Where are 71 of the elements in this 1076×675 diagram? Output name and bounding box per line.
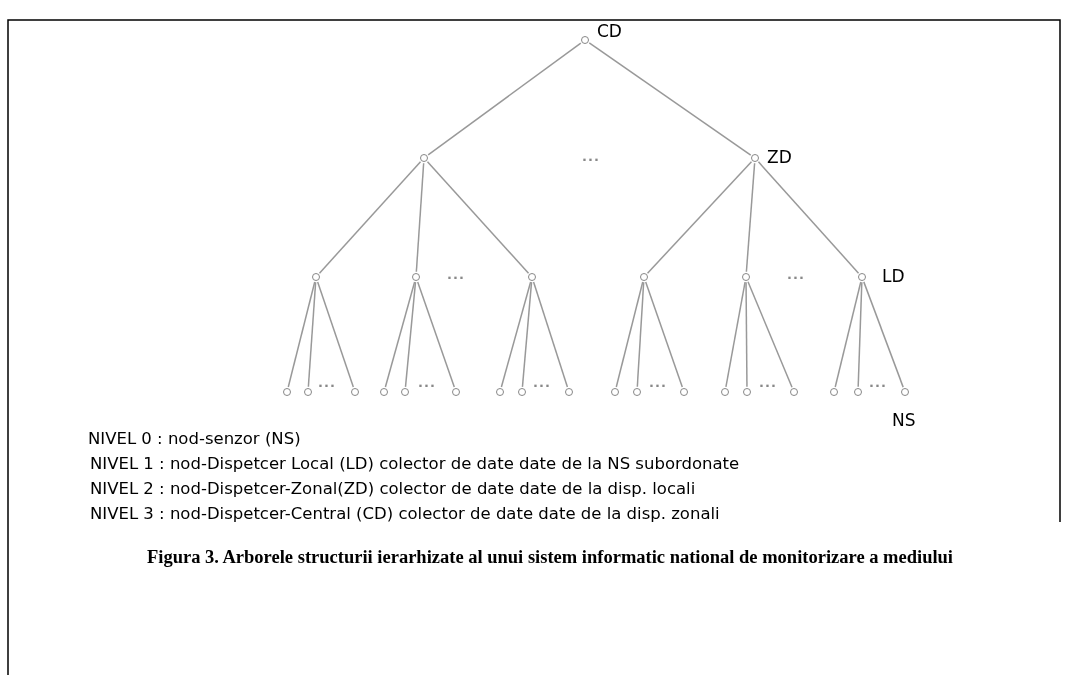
ellipsis-mark: ... — [533, 376, 551, 389]
tree-node-circle — [495, 387, 504, 396]
tree-node-circle — [400, 387, 409, 396]
tree-branch-line — [747, 281, 793, 388]
tree-node-circle — [350, 387, 359, 396]
ellipsis-mark: ... — [787, 268, 805, 281]
tree-node-circle — [303, 387, 312, 396]
node-label: LD — [882, 268, 905, 285]
tree-branch-line — [427, 42, 582, 156]
tree-branch-line — [404, 281, 417, 388]
tree-node-circle — [639, 272, 648, 281]
node-label: CD — [597, 23, 622, 40]
tree-branch-line — [316, 281, 355, 388]
tree-node-circle — [789, 387, 798, 396]
tree-node-circle — [900, 387, 909, 396]
ellipsis-mark: ... — [649, 376, 667, 389]
tree-branch-line — [636, 281, 645, 388]
tree-branch-line — [307, 281, 317, 388]
ellipsis-mark: ... — [869, 376, 887, 389]
level-description: NIVEL 0 : nod-senzor (NS) — [88, 431, 301, 448]
tree-node-circle — [720, 387, 729, 396]
tree-node-circle — [527, 272, 536, 281]
node-label: ZD — [767, 149, 792, 166]
tree-branch-line — [384, 281, 416, 388]
tree-branch-line — [415, 162, 425, 273]
tree-branch-line — [426, 161, 530, 274]
ellipsis-mark: ... — [447, 268, 465, 281]
tree-branch-line — [745, 162, 756, 273]
tree-node-circle — [741, 272, 750, 281]
tree-branch-line — [757, 161, 860, 274]
tree-node-circle — [411, 272, 420, 281]
tree-node-circle — [282, 387, 291, 396]
level-description: NIVEL 3 : nod-Dispetcer-Central (CD) colector de date date de la disp. zonali — [90, 506, 720, 523]
ellipsis-mark: ... — [582, 150, 600, 163]
figure-caption: Figura 3. Arborele structurii ierarhizate al unui sistem informatic national de monitorizare a mediului — [145, 546, 954, 569]
tree-branch-line — [725, 281, 746, 388]
tree-branch-line — [532, 281, 569, 388]
tree-node-circle — [679, 387, 688, 396]
tree-node-circle — [829, 387, 838, 396]
tree-branch-line — [646, 161, 753, 274]
tree-branch-line — [644, 281, 684, 388]
ellipsis-mark: ... — [418, 376, 436, 389]
ellipsis-mark: ... — [759, 376, 777, 389]
tree-branch-line — [834, 281, 862, 388]
level-description: NIVEL 1 : nod-Dispetcer Local (LD) colector de date date de la NS subordonate — [90, 456, 740, 473]
ellipsis-mark: ... — [318, 376, 336, 389]
tree-branch-line — [745, 281, 748, 388]
tree-node-circle — [311, 272, 320, 281]
tree-node-circle — [610, 387, 619, 396]
tree-branch-line — [416, 281, 456, 388]
tree-node-circle — [632, 387, 641, 396]
tree-node-circle — [419, 153, 428, 162]
tree-branch-line — [863, 281, 904, 388]
tree-node-circle — [517, 387, 526, 396]
tree-node-circle — [750, 153, 759, 162]
node-label: NS — [892, 412, 916, 429]
tree-branch-line — [521, 281, 533, 388]
tree-node-circle — [857, 272, 866, 281]
tree-branch-line — [318, 161, 422, 274]
tree-branch-line — [615, 281, 644, 388]
tree-node-circle — [379, 387, 388, 396]
tree-node-circle — [580, 35, 589, 44]
tree-branch-line — [857, 281, 863, 388]
tree-branch-line — [500, 281, 532, 388]
tree-node-circle — [853, 387, 862, 396]
level-description: NIVEL 2 : nod-Dispetcer-Zonal(ZD) colector de date date de la disp. locali — [90, 481, 696, 498]
tree-branch-line — [588, 42, 752, 156]
tree-node-circle — [564, 387, 573, 396]
tree-branch-line — [287, 281, 316, 388]
tree-node-circle — [451, 387, 460, 396]
tree-node-circle — [742, 387, 751, 396]
